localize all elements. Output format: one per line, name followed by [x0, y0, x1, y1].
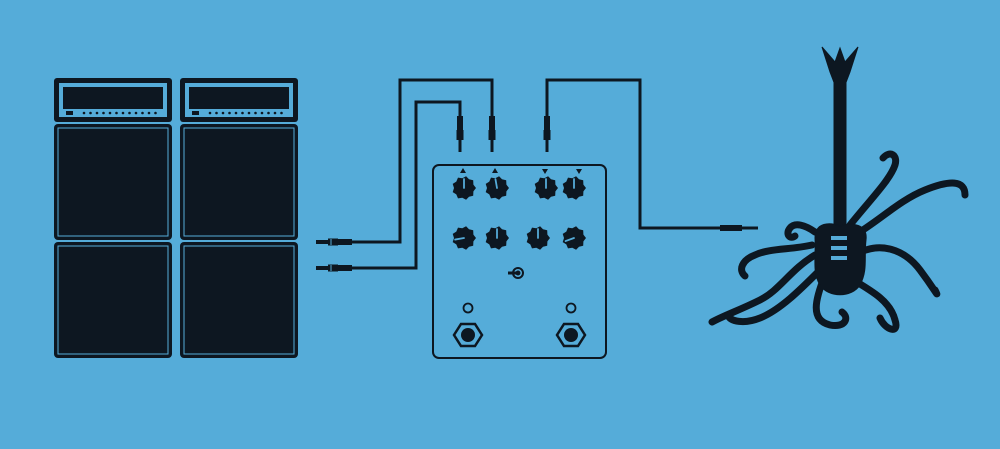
amp-knob-icon	[82, 111, 86, 115]
amp-knob-icon	[95, 111, 99, 115]
cable-amp1	[352, 78, 494, 244]
guitar-neck	[833, 81, 847, 233]
cables	[352, 78, 722, 270]
amp-knob-icon	[128, 111, 131, 115]
pedal-enclosure	[432, 164, 607, 359]
amp-knob-icon	[134, 111, 138, 115]
cable-plug	[488, 116, 496, 152]
knob[interactable]	[526, 226, 550, 250]
amp-stack	[180, 78, 298, 358]
input-arrow-icon	[460, 168, 466, 173]
amp-stack	[54, 78, 172, 358]
cable-plugs	[316, 116, 758, 272]
amp-knob-icon	[247, 111, 251, 115]
amp-stacks	[54, 78, 298, 358]
amp-knob-icon	[121, 111, 125, 115]
speaker-cabinet	[180, 124, 298, 240]
tentacles	[708, 150, 969, 333]
amp-knob-icon	[241, 111, 244, 115]
speaker-cabinet	[54, 242, 172, 358]
headstock	[821, 46, 859, 86]
cable-plug	[316, 264, 352, 272]
amp-knob-icon	[89, 111, 92, 115]
cable-plug	[720, 225, 758, 231]
amp-knob-icon	[273, 111, 277, 115]
amp-knob-icon	[254, 111, 257, 115]
amp-knob-icon	[102, 111, 105, 115]
knob-pointer	[564, 237, 575, 242]
amp-knob-icon	[228, 111, 231, 115]
led-indicator	[462, 302, 474, 314]
cable-amp2	[352, 100, 462, 270]
amp-knob-icon	[208, 111, 212, 115]
knob[interactable]	[562, 176, 586, 200]
amp-knob-icon	[108, 111, 112, 115]
cable-guitar	[545, 78, 722, 230]
amp-display	[189, 87, 289, 109]
amp-knob-icon	[234, 111, 238, 115]
knob-pointer	[494, 178, 498, 189]
input-arrow-icon	[492, 168, 498, 173]
pickups	[831, 236, 847, 260]
speaker-cabinet	[54, 124, 172, 240]
footswitch-left[interactable]	[452, 322, 484, 348]
cable-plug	[316, 238, 352, 246]
knob-pointer	[454, 237, 465, 241]
amp-knob-icon	[147, 111, 151, 115]
amp-knob-icon	[221, 111, 225, 115]
amp-display	[63, 87, 163, 109]
amp-knob-icon	[267, 111, 270, 115]
effects-pedal	[432, 164, 607, 359]
output-arrow-icon	[576, 169, 582, 174]
amp-head	[54, 78, 172, 122]
footswitch-right[interactable]	[555, 322, 587, 348]
knob[interactable]	[452, 176, 476, 200]
knob[interactable]	[562, 226, 586, 250]
amp-knob-icon	[115, 111, 118, 115]
toggle-switch[interactable]	[508, 267, 524, 279]
amp-head	[180, 78, 298, 122]
amp-knob-icon	[280, 111, 283, 115]
knob[interactable]	[534, 176, 558, 200]
amp-knob-icon	[154, 111, 157, 115]
output-arrow-icon	[542, 169, 548, 174]
amp-knob-icon	[141, 111, 144, 115]
cable-plug	[543, 116, 551, 152]
octopus-guitar	[708, 46, 969, 333]
knob[interactable]	[485, 176, 509, 200]
amp-knob-icon	[260, 111, 264, 115]
knob[interactable]	[485, 226, 509, 250]
amp-knob-icon	[215, 111, 218, 115]
led-indicator	[565, 302, 577, 314]
speaker-cabinet	[180, 242, 298, 358]
cable-plug	[456, 116, 464, 152]
knob[interactable]	[452, 226, 476, 250]
